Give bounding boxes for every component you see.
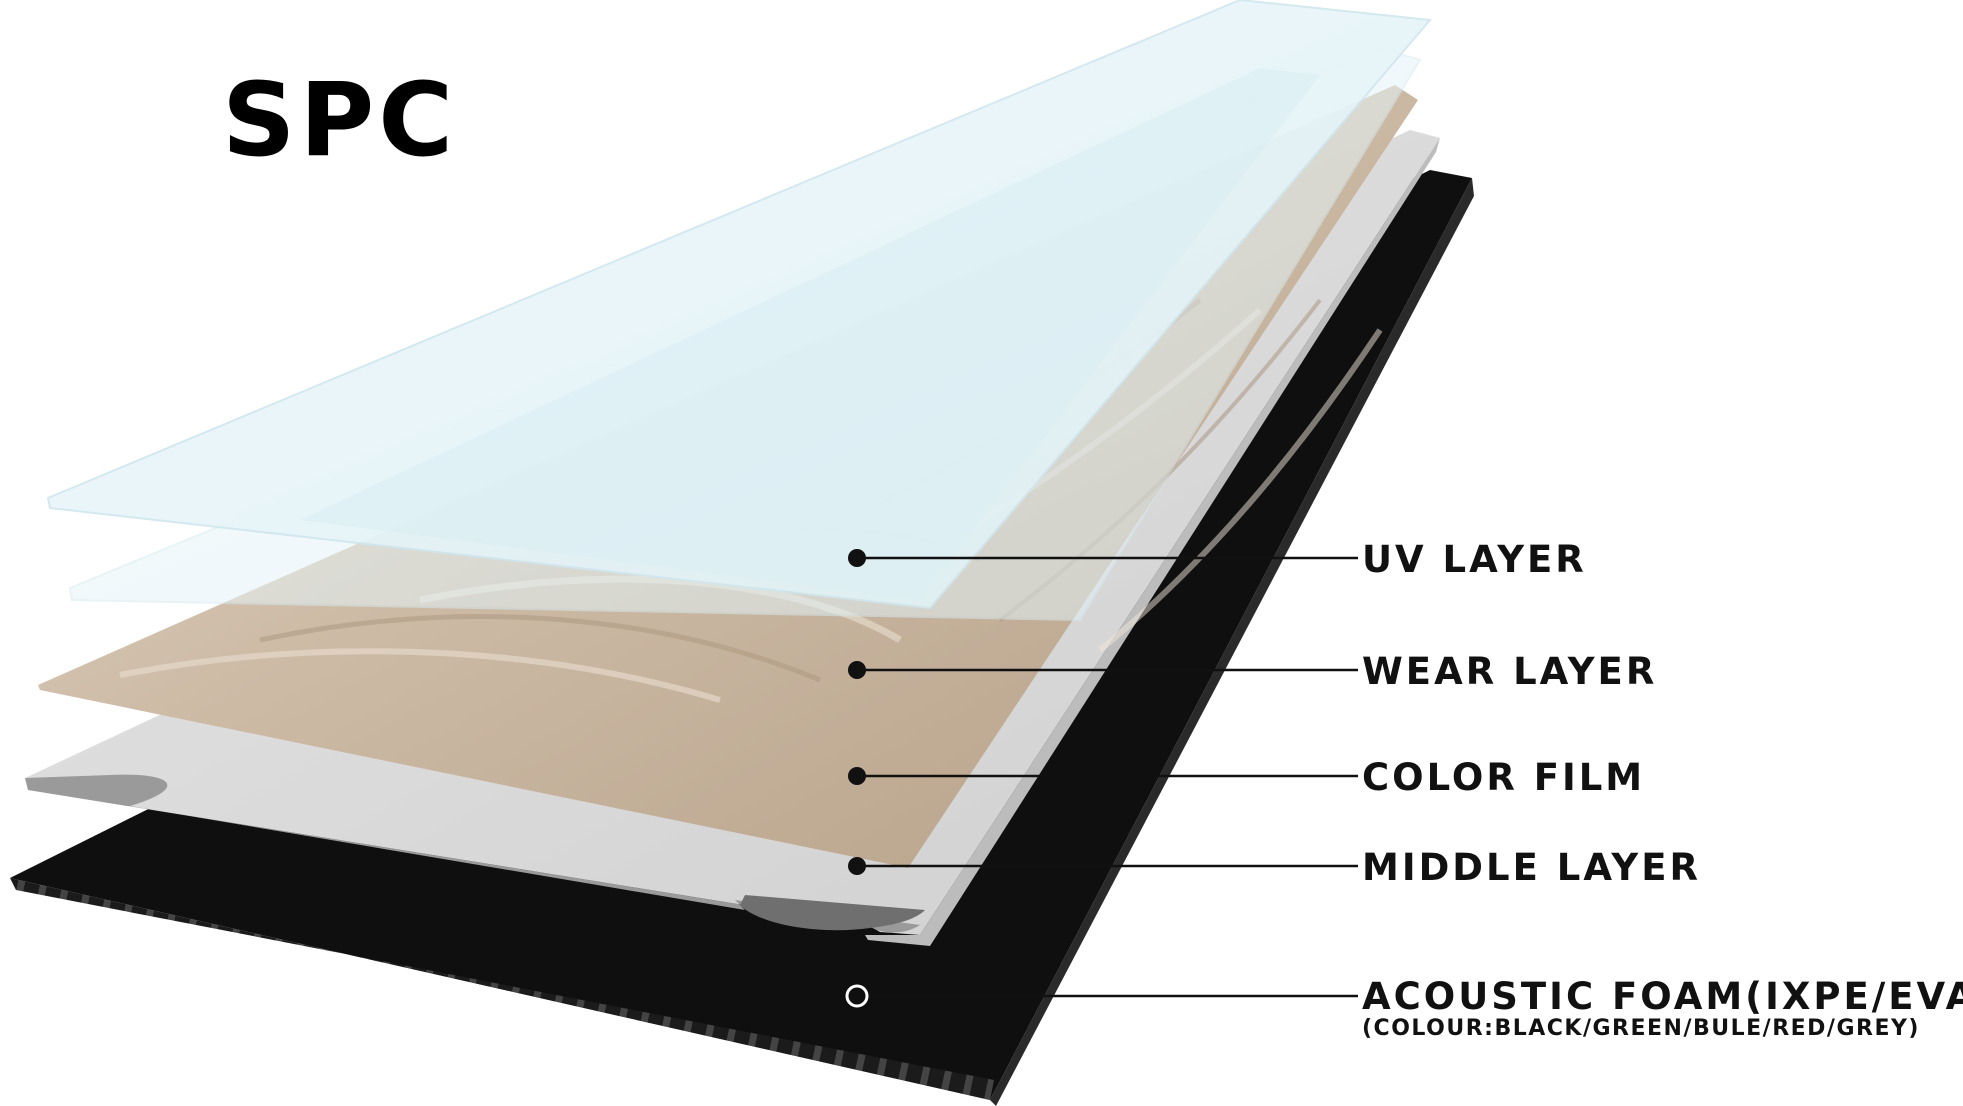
wear-layer-bullet bbox=[848, 661, 866, 679]
uv-layer bbox=[46, 0, 1432, 610]
middle-layer-label: MIDDLE LAYER bbox=[1362, 846, 1701, 889]
acoustic-foam-label: ACOUSTIC FOAM(IXPE/EVA) bbox=[1362, 975, 1963, 1018]
uv-layer-label: UV LAYER bbox=[1362, 538, 1587, 581]
wear-layer-label: WEAR LAYER bbox=[1362, 650, 1658, 693]
acoustic-foam-colour-note: (COLOUR:BLACK/GREEN/BULE/RED/GREY) bbox=[1362, 1016, 1920, 1041]
leader-lines bbox=[845, 549, 1358, 1008]
product-title: SPC bbox=[222, 61, 458, 180]
acoustic-foam-bullet bbox=[845, 984, 869, 1008]
color-film-bullet bbox=[848, 767, 866, 785]
color-film-label: COLOR FILM bbox=[1362, 756, 1646, 799]
middle-layer-bullet bbox=[848, 857, 866, 875]
uv-layer-bullet bbox=[848, 549, 866, 567]
